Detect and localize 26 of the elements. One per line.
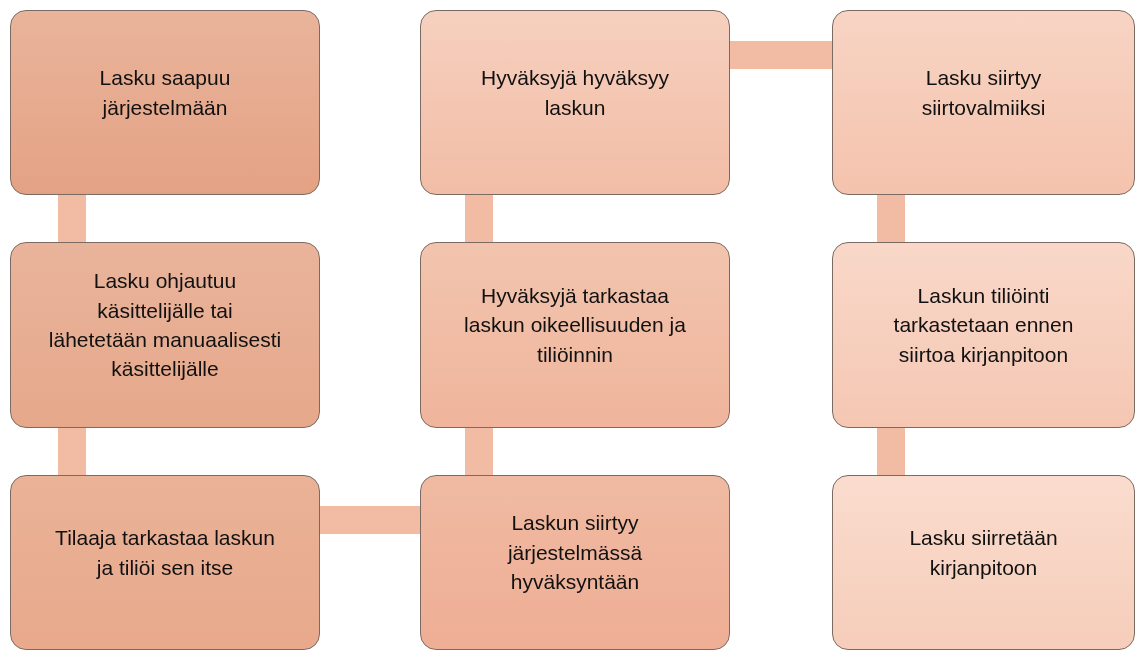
step-text: Laskun siirtyy järjestelmässä hyväksyntään bbox=[506, 510, 644, 596]
step-text: Hyväksyjä tarkastaa laskun oikeellisuuden ja tiliöinnin bbox=[463, 282, 687, 368]
process-box bbox=[10, 242, 320, 428]
step-text: Hyväksyjä hyväksyy laskun bbox=[480, 65, 670, 121]
process-box bbox=[10, 10, 320, 195]
step-text: Lasku siirtyy siirtovalmiiksi bbox=[920, 65, 1047, 121]
connector-bar bbox=[58, 195, 86, 242]
process-box bbox=[832, 242, 1135, 428]
step-text: Lasku ohjautuu käsittelijälle tai lähetetään manuaalisesti käsittelijälle bbox=[47, 268, 283, 383]
step-text: Laskun tiliöinti tarkastetaan ennen siirtoa kirjanpitoon bbox=[892, 282, 1075, 368]
step-text: Tilaaja tarkastaa laskun ja tiliöi sen itse bbox=[54, 525, 276, 581]
connector-bar bbox=[320, 506, 420, 534]
connector-bar bbox=[465, 428, 493, 475]
process-box bbox=[420, 242, 730, 428]
process-box bbox=[420, 475, 730, 650]
process-box bbox=[832, 475, 1135, 650]
process-box bbox=[832, 10, 1135, 195]
connector-bar bbox=[877, 428, 905, 475]
connector-bar bbox=[877, 195, 905, 242]
step-text: Lasku saapuu järjestelmään bbox=[98, 65, 232, 121]
process-box bbox=[10, 475, 320, 650]
process-box bbox=[420, 10, 730, 195]
step-text: Lasku siirretään kirjanpitoon bbox=[908, 525, 1059, 581]
connector-bar bbox=[730, 41, 832, 69]
connector-bar bbox=[465, 195, 493, 242]
connector-bar bbox=[58, 428, 86, 475]
